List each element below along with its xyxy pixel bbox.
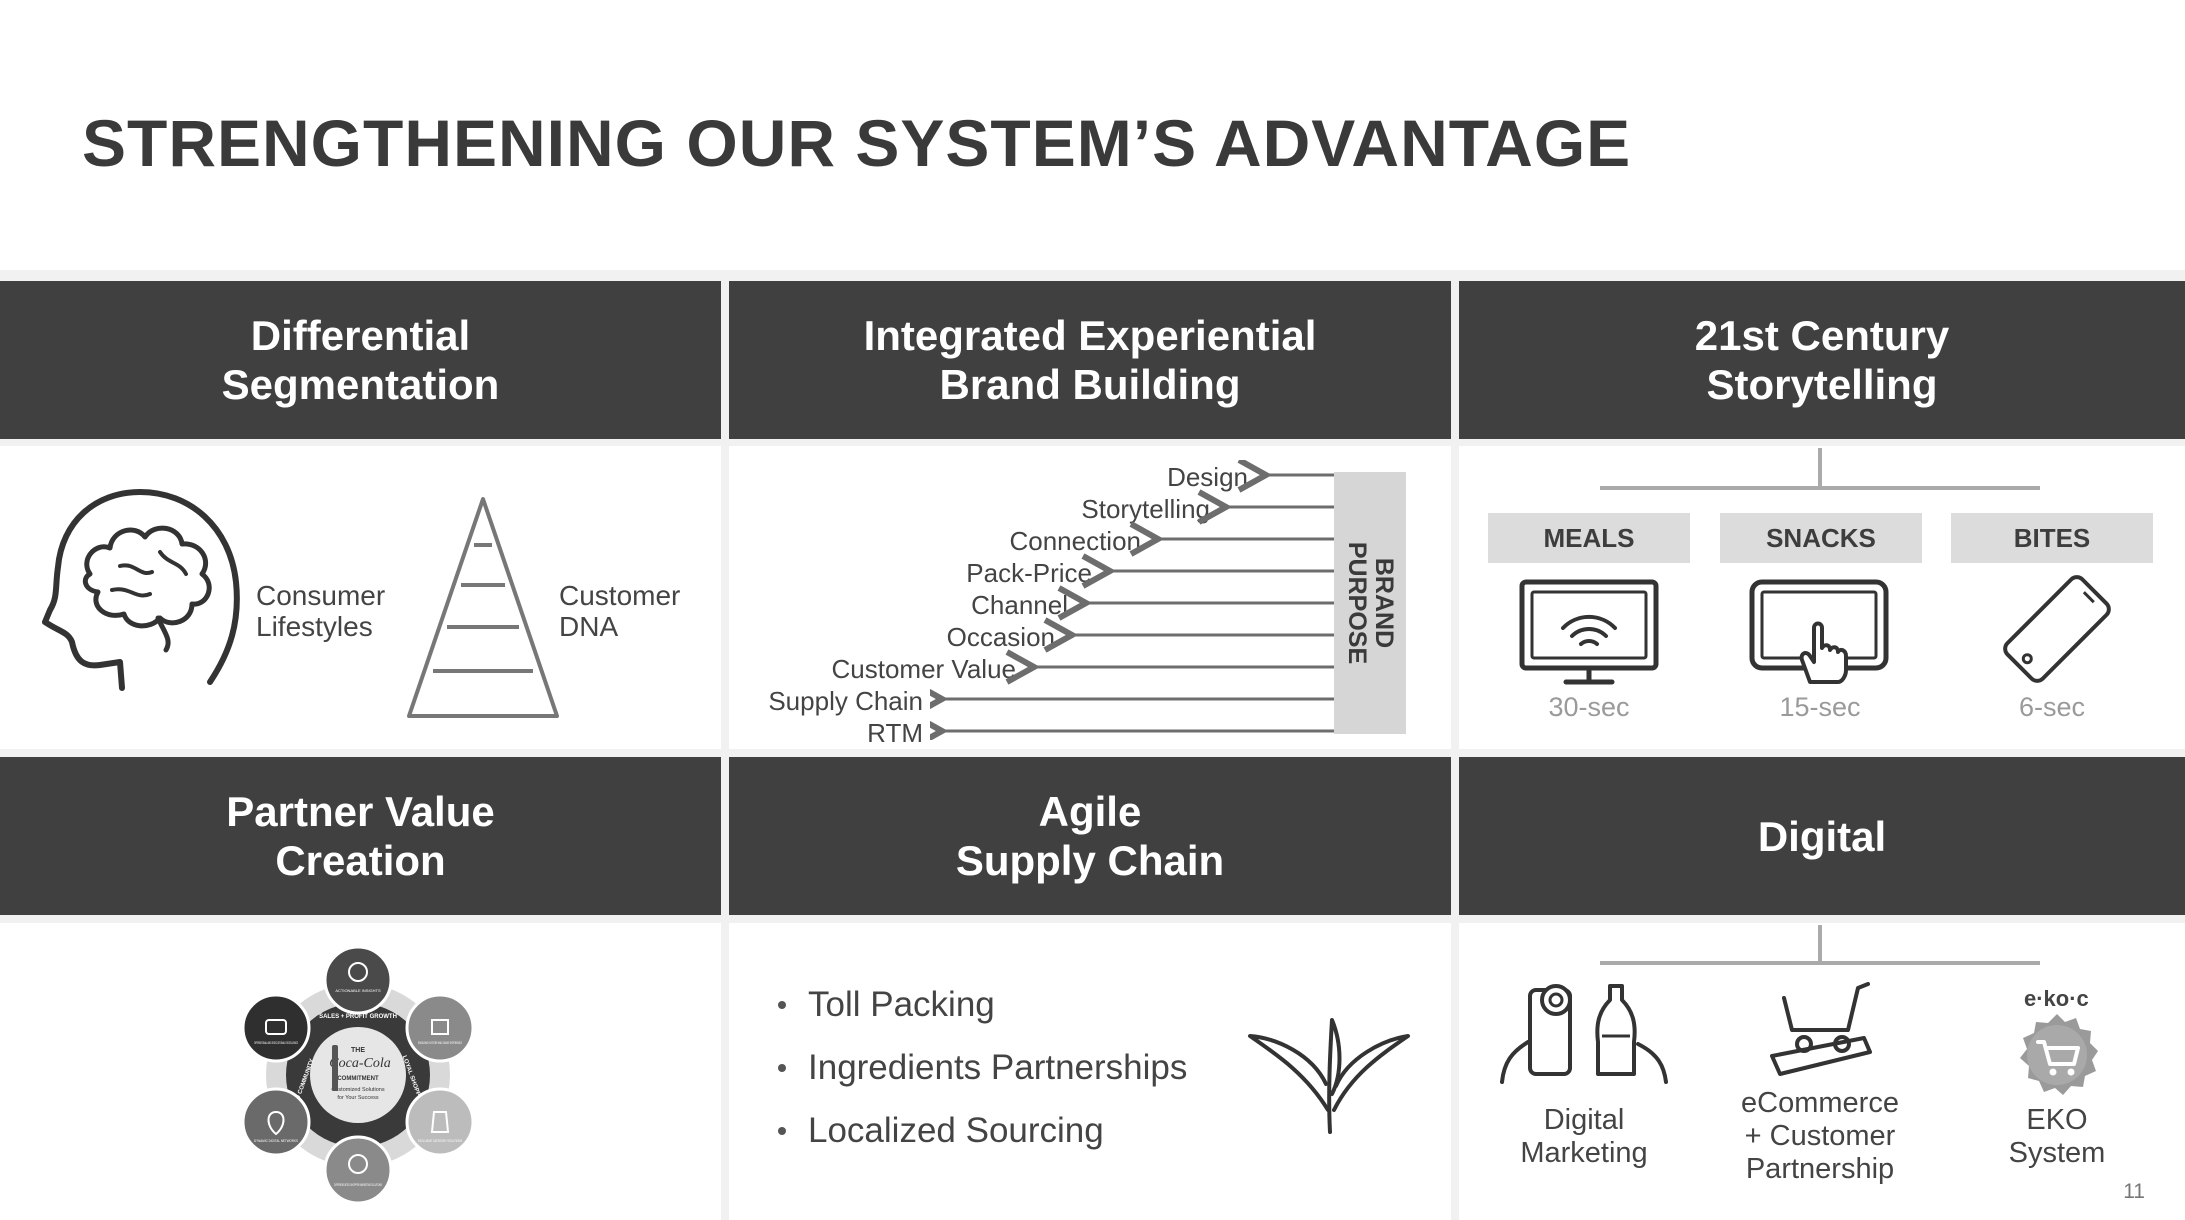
ecommerce-label: eCommerce + Customer Partnership <box>1741 1087 1899 1185</box>
brand-item: Customer Value <box>831 654 1017 684</box>
duration-6-sec: 6-sec <box>2018 692 2086 722</box>
eko-logo-text: e·ko·c <box>2024 986 2089 1011</box>
brand-item: Pack-Price <box>966 558 1092 588</box>
header-text: 21st Century Storytelling <box>1694 312 1950 408</box>
header-differential-segmentation: Differential Segmentation <box>0 281 721 439</box>
node-label: DYNAMIC DIGITAL NETWORKS <box>254 1138 298 1143</box>
node-label: DIFFERENTIATED SHOPPER MARKETING SOLUTIO… <box>334 1182 382 1187</box>
page-number: 11 <box>2123 1180 2145 1203</box>
eko-system-label: EKO System <box>2008 1104 2106 1169</box>
brand-item: Storytelling <box>1081 494 1210 524</box>
node-label: ACTIONABLE INSIGHTS <box>335 988 381 993</box>
node-label: OPERATIONAL AND EXECUTIONAL EXCELLENCE <box>254 1040 298 1045</box>
brand-item: Connection <box>1009 526 1141 556</box>
consumer-lifestyles-label: Consumer Lifestyles <box>256 580 386 642</box>
bullet-dot <box>778 1064 786 1072</box>
brand-item: Occasion <box>946 622 1055 652</box>
ring-label-top: SALES + PROFIT GROWTH <box>319 1014 397 1020</box>
brain-head-icon <box>42 489 240 691</box>
node-label: ENGAGING IN-STORE AND ONLINE EXPERIENCE <box>418 1040 462 1045</box>
panel-storytelling <box>1459 446 2185 749</box>
storytelling-connector <box>1600 448 2040 490</box>
customer-dna-label: Customer DNA <box>559 580 681 642</box>
bullet-item: Localized Sourcing <box>772 1109 1187 1153</box>
cart-phone-icon <box>1770 982 1872 1076</box>
header-partner-value: Partner Value Creation <box>0 757 721 915</box>
eko-badge-icon <box>2020 1014 2098 1095</box>
brand-item: RTM <box>867 718 923 748</box>
brand-item: Channel <box>971 590 1068 620</box>
brand-purpose-bar <box>1334 472 1406 734</box>
bullet-item: Ingredients Partnerships <box>772 1046 1187 1090</box>
header-supply-chain: Agile Supply Chain <box>729 757 1451 915</box>
supply-chain-bullets: Toll Packing Ingredients Partnerships Lo… <box>772 983 1187 1172</box>
header-text: Integrated Experiential Brand Building <box>863 312 1317 408</box>
phone-icon <box>2003 575 2111 683</box>
header-text: Partner Value Creation <box>226 788 495 884</box>
header-text: Agile Supply Chain <box>955 788 1225 884</box>
digital-connector <box>1600 925 2040 965</box>
header-storytelling: 21st Century Storytelling <box>1459 281 2185 439</box>
title-bar <box>0 0 2185 270</box>
header-text: Digital <box>1757 812 1887 860</box>
tag-meals: MEALS <box>1488 513 1690 563</box>
tag-bites: BITES <box>1951 513 2153 563</box>
bullet-item: Toll Packing <box>772 983 1187 1027</box>
digital-marketing-label: Digital Marketing <box>1520 1104 1648 1169</box>
node-label: EXCLUSIVE CATEGORY SOLUTIONS <box>418 1138 462 1143</box>
bullet-dot <box>778 1127 786 1135</box>
sprout-icon <box>1248 1018 1410 1134</box>
duration-30-sec: 30-sec <box>1548 692 1630 722</box>
header-brand-building: Integrated Experiential Brand Building <box>729 281 1451 439</box>
brand-purpose-label: BRAND PURPOSE <box>1343 541 1398 665</box>
bullet-text: Localized Sourcing <box>808 1111 1104 1150</box>
header-text: Differential Segmentation <box>221 312 500 408</box>
center-line: Coca-Cola <box>329 1056 390 1071</box>
center-line: for Your Success <box>337 1095 379 1101</box>
slide-title: STRENGTHENING OUR SYSTEM’S ADVANTAGE <box>82 106 1632 180</box>
bullet-dot <box>778 1001 786 1009</box>
tv-icon <box>1519 579 1659 685</box>
brand-item: Supply Chain <box>768 686 923 716</box>
center-line: THE <box>351 1047 365 1054</box>
center-line: COMMITMENT <box>337 1076 379 1082</box>
bullet-text: Toll Packing <box>808 985 995 1024</box>
pyramid-icon <box>407 497 559 718</box>
bullet-text: Ingredients Partnerships <box>808 1048 1188 1087</box>
tag-snacks: SNACKS <box>1720 513 1922 563</box>
bottle-mark <box>332 1045 338 1091</box>
tablet-touch-icon <box>1749 579 1889 684</box>
brand-arrows <box>930 460 1334 740</box>
center-line: Customized Solutions <box>331 1087 384 1093</box>
header-digital: Digital <box>1459 757 2185 915</box>
wheel-nodes <box>241 945 475 1205</box>
brand-item: Design <box>1167 462 1248 492</box>
phone-bottle-icon <box>1500 984 1668 1084</box>
commitment-wheel: SALES + PROFIT GROWTH LOYAL SHOPPERS ENG… <box>241 945 475 1205</box>
duration-15-sec: 15-sec <box>1779 692 1861 722</box>
